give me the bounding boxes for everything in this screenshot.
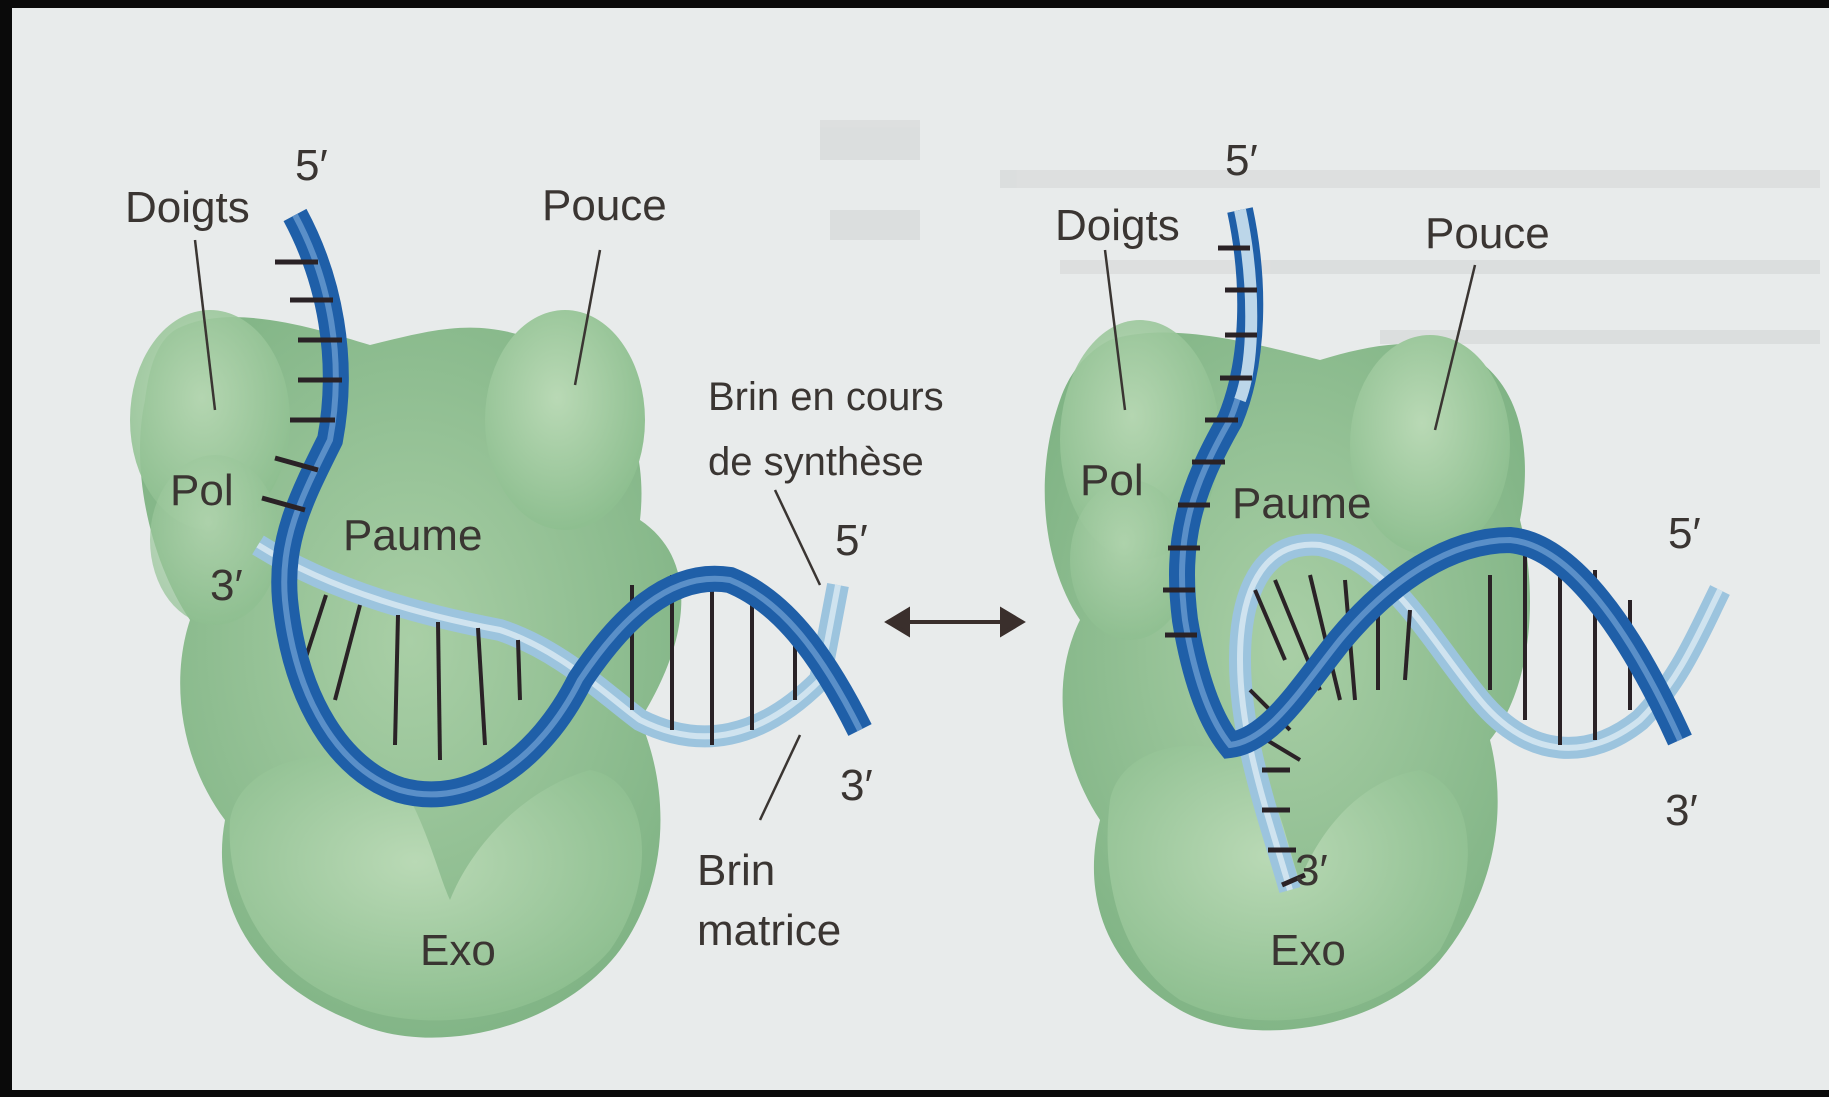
right-fingers-label: Doigts [1055, 201, 1180, 250]
right-top-5-label: 5′ [1225, 136, 1258, 185]
right-exo-3-label: 3′ [1295, 846, 1328, 895]
right-exo-label: Exo [1270, 926, 1346, 975]
left-new-strand-label-1: Brin en cours [708, 375, 944, 419]
left-palm-label: Paume [343, 511, 482, 560]
right-palm-label: Paume [1232, 479, 1371, 528]
left-thumb-lobe [485, 310, 645, 530]
left-new-strand-label-2: de synthèse [708, 440, 924, 484]
left-new-3-label: 3′ [210, 561, 243, 610]
left-template-5-label: 5′ [295, 141, 328, 190]
left-fingers-label: Doigts [125, 183, 250, 232]
right-3-label: 3′ [1665, 786, 1698, 835]
right-5-label: 5′ [1668, 509, 1701, 558]
left-template-strand-label-2: matrice [697, 906, 841, 955]
right-thumb-lobe [1350, 335, 1510, 555]
left-template-strand-label-1: Brin [697, 846, 775, 895]
right-thumb-label: Pouce [1425, 209, 1550, 258]
left-pol-label: Pol [170, 466, 234, 515]
left-thumb-label: Pouce [542, 181, 667, 230]
left-new-5-label: 5′ [835, 516, 868, 565]
right-pol-label: Pol [1080, 456, 1144, 505]
left-template-3-label: 3′ [840, 761, 873, 810]
left-exo-label: Exo [420, 926, 496, 975]
